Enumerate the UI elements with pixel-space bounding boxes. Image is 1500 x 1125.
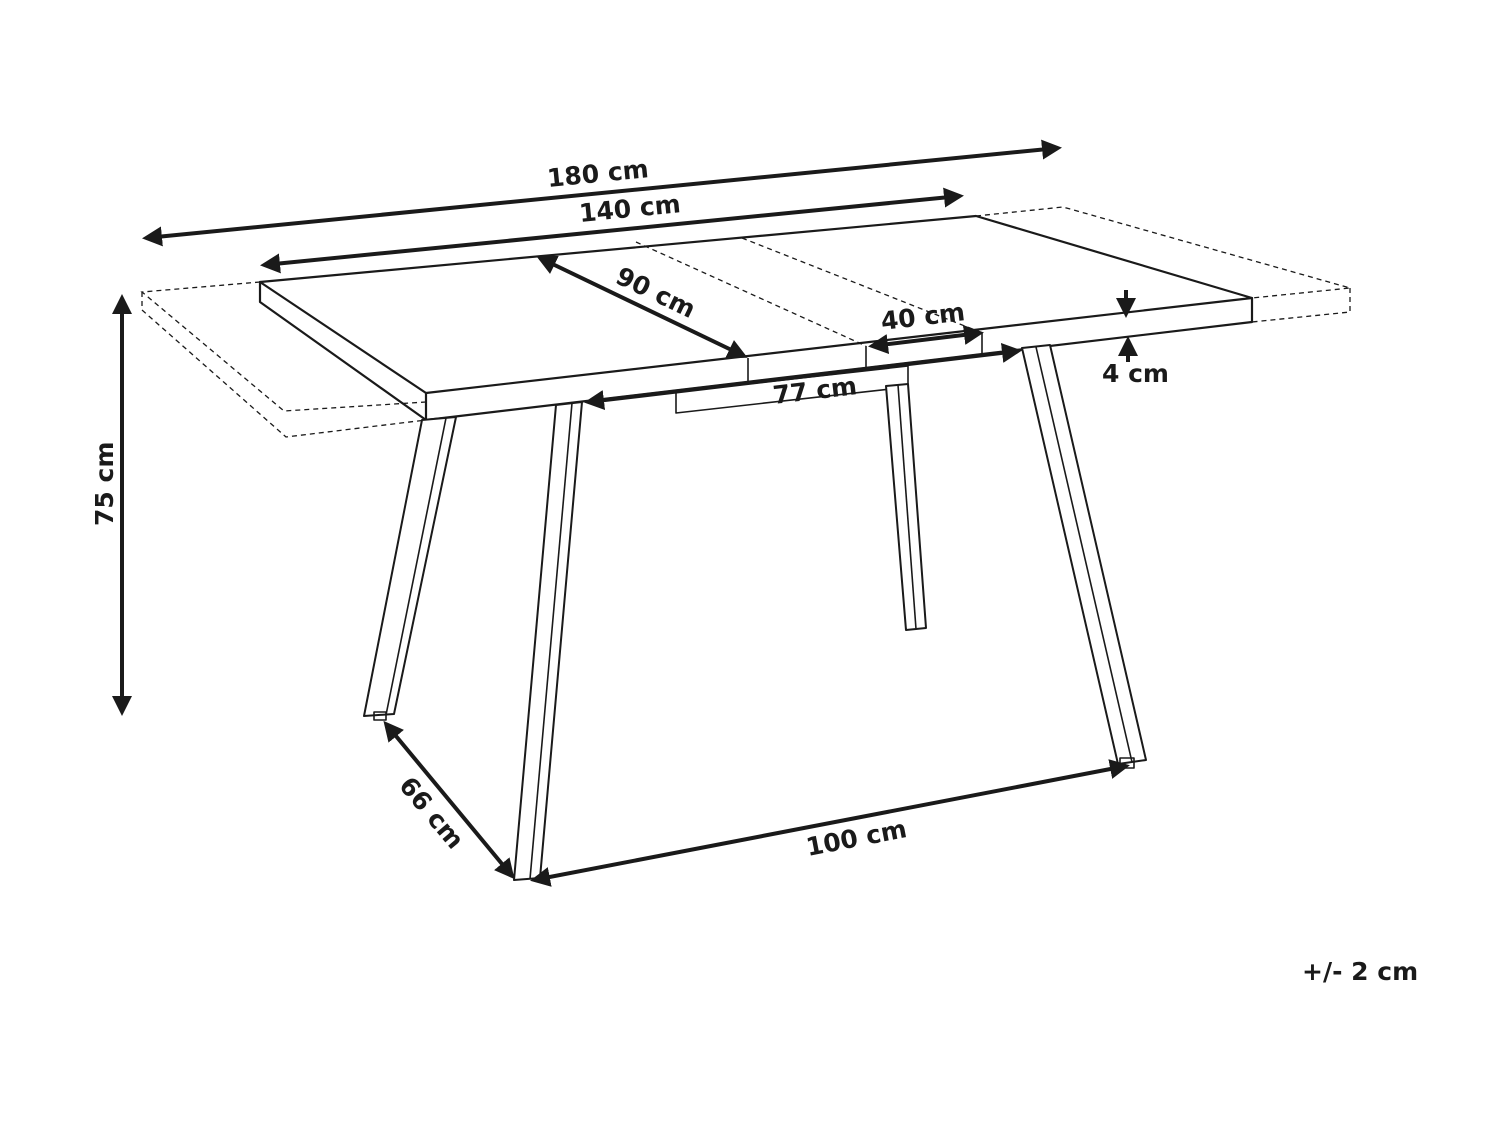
arrow-90 — [536, 255, 748, 359]
tolerance-note: +/- 2 cm — [1302, 957, 1418, 986]
label-75: 75 cm — [90, 442, 119, 526]
extended-top-outline — [140, 206, 1351, 438]
arrow-100 — [530, 759, 1130, 887]
front-left-leg — [363, 416, 457, 717]
front-middle-leg — [513, 401, 583, 881]
arrow-77 — [584, 342, 1022, 411]
back-left-leg — [885, 383, 927, 631]
table-legs — [363, 344, 1147, 881]
dimension-arrows — [112, 139, 1138, 887]
arrow-66 — [383, 720, 515, 880]
label-180: 180 cm — [546, 154, 650, 193]
table-top — [258, 214, 1254, 422]
arrow-140 — [260, 187, 964, 274]
label-100: 100 cm — [804, 814, 909, 862]
label-4: 4 cm — [1102, 359, 1169, 388]
label-40: 40 cm — [879, 297, 966, 336]
